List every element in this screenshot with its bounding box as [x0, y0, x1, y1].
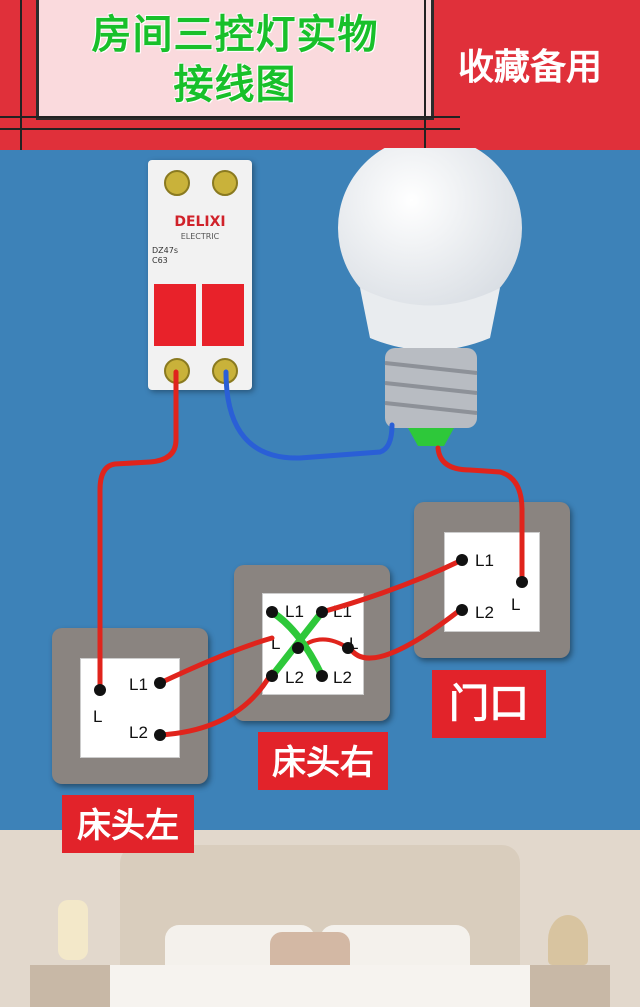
switch-face-right[interactable]: L1 L L2 — [444, 532, 540, 632]
terminal-label: L — [349, 634, 359, 653]
terminal-label: L2 — [333, 668, 352, 687]
breaker-sub: ELECTRIC — [180, 232, 220, 241]
switch-face-middle[interactable]: L1 L1 L L L2 L2 — [262, 593, 364, 695]
terminal-label: L — [271, 634, 281, 653]
terminal-label: L2 — [129, 723, 148, 742]
lamp-icon — [58, 900, 88, 960]
title-box: 房间三控灯实物 接线图 — [36, 0, 434, 120]
light-bulb-icon — [338, 148, 522, 446]
grid-line — [20, 0, 22, 150]
circuit-breaker: DELIXI ELECTRIC DZ47s C63 — [148, 160, 252, 390]
nightstand-right — [530, 965, 610, 1007]
duvet — [110, 965, 530, 1007]
plant-decor — [548, 915, 588, 965]
terminal-label: L — [93, 707, 103, 726]
breaker-screw-bottom-left — [164, 358, 190, 384]
terminal-label: L1 — [333, 602, 352, 621]
breaker-lever-left[interactable] — [154, 284, 196, 346]
label-bedside-left: 床头左 — [62, 795, 194, 853]
terminal-label: L1 — [475, 551, 494, 570]
grid-line — [0, 128, 460, 130]
breaker-rating: C63 — [152, 256, 168, 265]
breaker-screw-top-left — [164, 170, 190, 196]
title-line-1: 房间三控灯实物 — [91, 12, 379, 58]
label-door: 门口 — [432, 670, 546, 738]
title-line-2: 接线图 — [173, 62, 297, 108]
label-bedside-right: 床头右 — [258, 732, 388, 790]
breaker-lever-right[interactable] — [202, 284, 244, 346]
breaker-brand: DELIXI — [174, 214, 226, 230]
breaker-screw-bottom-right — [212, 358, 238, 384]
switch-face-left[interactable]: L1 L L2 — [80, 658, 180, 758]
grid-line — [0, 116, 460, 118]
terminal-label: L1 — [285, 602, 304, 621]
nightstand-left — [30, 965, 110, 1007]
terminal-label: L — [511, 595, 521, 614]
terminal-label: L1 — [129, 675, 148, 694]
breaker-model: DZ47s — [152, 246, 178, 255]
terminal-label: L2 — [285, 668, 304, 687]
breaker-screw-top-right — [212, 170, 238, 196]
grid-line — [424, 0, 426, 178]
terminal-label: L2 — [475, 603, 494, 622]
side-tag: 收藏备用 — [457, 47, 602, 88]
